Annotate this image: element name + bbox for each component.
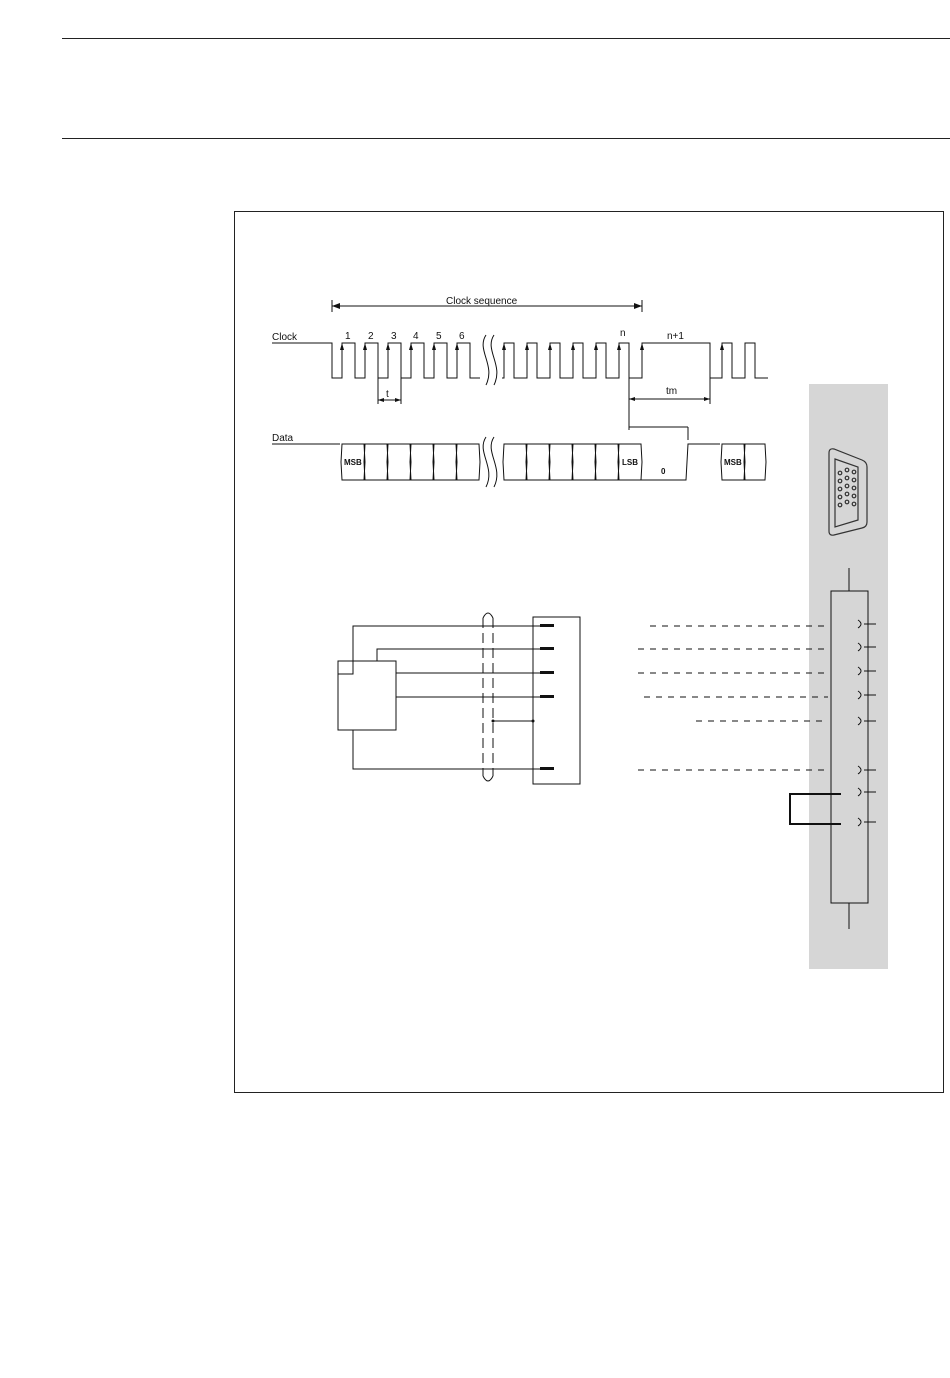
- pulse-number-1: 1: [345, 331, 351, 342]
- t-dimension: [378, 378, 401, 404]
- data-bit-cells: [341, 444, 766, 480]
- pulse-number-n: n: [620, 328, 626, 339]
- pulse-number-2: 2: [368, 331, 374, 342]
- pulse-number-6: 6: [459, 331, 465, 342]
- encoder-block: [338, 661, 396, 730]
- cable-wires: [338, 626, 540, 769]
- plug-terminal-block: [533, 617, 580, 784]
- t-label: t: [386, 389, 389, 400]
- clock-sequence-label: Clock sequence: [446, 296, 518, 307]
- pulse-number-4: 4: [413, 331, 419, 342]
- clock-waveform-left: [300, 343, 480, 378]
- timing-break-symbol: [483, 335, 497, 487]
- dashed-connections: [638, 626, 828, 770]
- lsb-label: LSB: [622, 458, 638, 467]
- tm-label: tm: [666, 386, 677, 397]
- msb-repeat-label: MSB: [724, 458, 742, 467]
- pulse-number-5: 5: [436, 331, 442, 342]
- clock-label: Clock: [272, 332, 298, 343]
- pulse-number-n-plus-1: n+1: [667, 331, 684, 342]
- msb-label: MSB: [344, 458, 362, 467]
- plug-pins: [540, 624, 554, 770]
- terminal-strip: [831, 568, 868, 929]
- shield-junction: [492, 720, 495, 723]
- pulse-number-3: 3: [391, 331, 397, 342]
- clock-edge-arrows: [340, 343, 724, 350]
- data-label: Data: [272, 433, 294, 444]
- clock-waveform-mid: [502, 343, 768, 378]
- zero-label: 0: [661, 467, 666, 476]
